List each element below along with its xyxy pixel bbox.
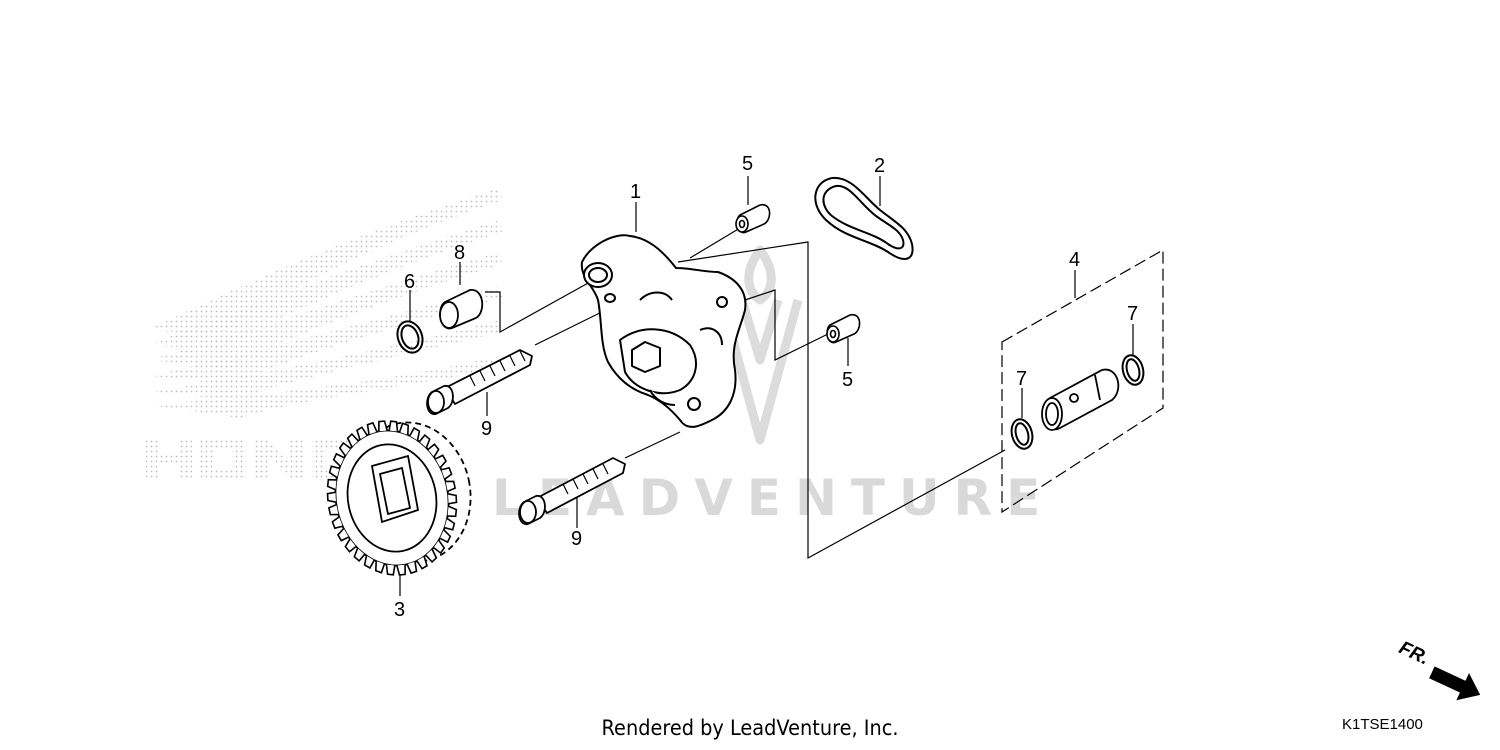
callout-2: 2 bbox=[874, 155, 885, 177]
gear-tooth bbox=[332, 452, 345, 467]
callout-4: 4 bbox=[1069, 249, 1080, 271]
gear-tooth bbox=[447, 505, 458, 518]
callout-9-lower: 9 bbox=[571, 528, 582, 550]
dowel-pin-upper bbox=[735, 203, 771, 234]
gear-tooth bbox=[427, 443, 440, 458]
reference-lines bbox=[399, 176, 1164, 596]
fr-label: FR. bbox=[1396, 637, 1433, 669]
gear-tooth bbox=[388, 420, 399, 432]
oil-pump-body bbox=[580, 234, 747, 428]
gear-tooth bbox=[338, 441, 351, 457]
gear-tooth bbox=[327, 503, 339, 516]
gear-tooth bbox=[425, 548, 438, 564]
gear-tooth bbox=[445, 480, 457, 493]
gear-tooth bbox=[356, 426, 368, 440]
relief-valve bbox=[1041, 368, 1120, 431]
gear-tooth bbox=[385, 564, 396, 576]
callout-7-right: 7 bbox=[1127, 303, 1138, 325]
gear-tooth bbox=[416, 556, 428, 570]
gear-tooth bbox=[435, 454, 448, 469]
callouts: 1 2 3 4 5 5 6 7 7 8 9 9 bbox=[394, 153, 1138, 621]
gasket bbox=[814, 176, 914, 260]
callout-5-upper: 5 bbox=[742, 153, 753, 175]
collar bbox=[439, 289, 484, 330]
gear-tooth bbox=[346, 432, 359, 448]
gear-tooth bbox=[331, 516, 343, 530]
dowel-pin-lower bbox=[826, 313, 861, 344]
gear-tooth bbox=[441, 466, 453, 480]
callout-7-left: 7 bbox=[1016, 368, 1027, 390]
gear-tooth bbox=[406, 561, 418, 575]
diagram-code: K1TSE1400 bbox=[1342, 716, 1423, 733]
gear-tooth bbox=[418, 433, 431, 449]
gear-tooth bbox=[353, 547, 366, 563]
gear-tooth bbox=[398, 422, 410, 435]
gear-tooth bbox=[326, 491, 337, 503]
gear-tooth bbox=[366, 421, 378, 435]
flange-bolt-upper bbox=[426, 349, 533, 415]
flange-bolt-lower bbox=[518, 457, 626, 525]
honda-wing-logo bbox=[146, 188, 502, 478]
callout-5-lower: 5 bbox=[842, 369, 853, 391]
gear-tooth bbox=[344, 538, 357, 553]
o-ring-right bbox=[1121, 354, 1145, 386]
gear-tooth bbox=[336, 527, 349, 542]
gear-tooth bbox=[409, 426, 421, 441]
front-arrow-icon bbox=[1429, 666, 1481, 701]
gear-tooth bbox=[439, 529, 452, 544]
gear-tooth bbox=[444, 517, 456, 531]
gear-tooth bbox=[326, 478, 337, 491]
gear-tooth bbox=[378, 420, 388, 432]
gear-tooth bbox=[328, 465, 340, 479]
washer bbox=[396, 320, 424, 354]
front-direction-indicator: FR. bbox=[1396, 637, 1481, 701]
driven-gear bbox=[326, 420, 472, 576]
gear-tooth bbox=[374, 561, 386, 574]
gear-tooth bbox=[433, 539, 446, 555]
callout-3: 3 bbox=[394, 599, 405, 621]
callout-8: 8 bbox=[454, 242, 465, 264]
callout-9-upper: 9 bbox=[481, 418, 492, 440]
gear-tooth bbox=[363, 555, 375, 570]
callout-1: 1 bbox=[630, 181, 641, 203]
callout-6: 6 bbox=[404, 271, 415, 293]
gear-tooth bbox=[447, 493, 458, 505]
gear-tooth bbox=[396, 564, 406, 576]
o-ring-left bbox=[1010, 418, 1034, 450]
footer-credit: Rendered by LeadVenture, Inc. bbox=[601, 716, 899, 740]
